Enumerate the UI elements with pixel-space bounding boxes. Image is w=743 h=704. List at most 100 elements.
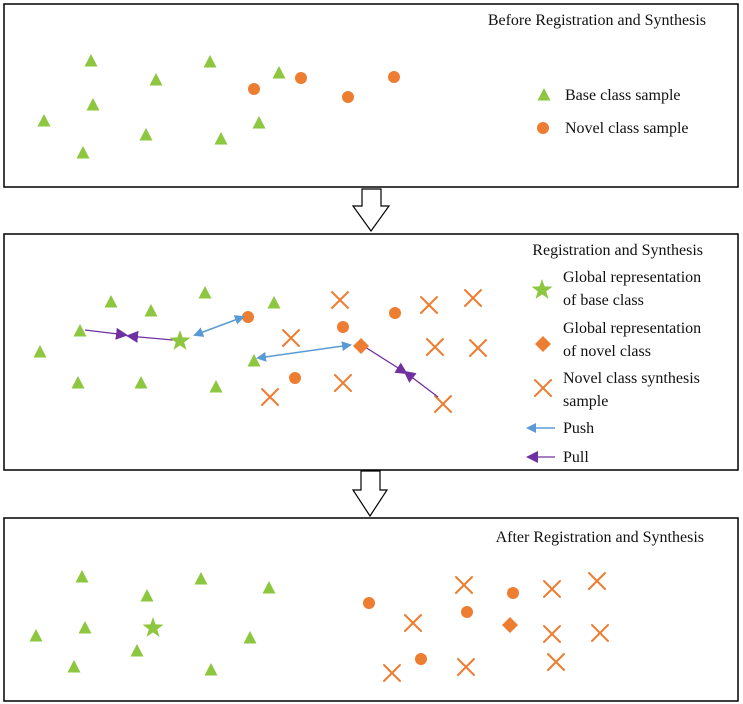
base-sample-triangle-icon: [272, 66, 286, 79]
novel-sample-circle-icon: [248, 83, 260, 95]
legend-global-novel-line2: of novel class: [563, 343, 651, 360]
base-sample-triangle-icon: [37, 114, 51, 127]
legend-synth-line1: Novel class synthesis: [563, 370, 700, 387]
legend-global-base-line2: of base class: [563, 292, 644, 309]
synthesis-sample-cross-icon: [591, 624, 609, 642]
panel-after-title: After Registration and Synthesis: [496, 529, 704, 546]
base-sample-triangle-icon: [144, 304, 158, 317]
base-sample-triangle-icon: [33, 345, 47, 358]
panel-before-legend: Base class sample Novel class sample: [537, 87, 689, 137]
base-sample-triangle-icon: [73, 324, 87, 337]
novel-sample-circle-icon: [388, 71, 400, 83]
global-novel-diamond-icon: [502, 617, 518, 633]
synthesis-sample-cross-icon: [434, 395, 452, 413]
base-sample-triangle-icon: [76, 146, 90, 159]
base-sample-triangle-icon: [71, 376, 85, 389]
base-sample-triangle-icon: [267, 296, 281, 309]
panel-registration-base-samples: [33, 286, 281, 393]
base-sample-triangle-icon: [104, 295, 118, 308]
synthesis-sample-cross-icon: [426, 338, 444, 356]
novel-sample-circle-icon: [415, 653, 427, 665]
synthesis-sample-cross-icon: [404, 614, 422, 632]
panel-registration: [3, 233, 739, 471]
base-sample-triangle-icon: [194, 572, 208, 585]
legend-diamond-icon: [535, 336, 551, 352]
synthesis-sample-cross-icon: [383, 664, 401, 682]
base-sample-triangle-icon: [78, 621, 92, 634]
synthesis-sample-cross-icon: [282, 329, 300, 347]
panel-before-title: Before Registration and Synthesis: [488, 12, 706, 29]
global-novel-diamond-icon: [353, 338, 369, 354]
novel-sample-circle-icon: [295, 72, 307, 84]
base-sample-triangle-icon: [67, 660, 81, 673]
synthesis-sample-cross-icon: [457, 658, 475, 676]
base-sample-triangle-icon: [140, 589, 154, 602]
global-base-star-icon: [142, 617, 164, 637]
base-sample-triangle-icon: [75, 570, 89, 583]
synthesis-sample-cross-icon: [543, 625, 561, 643]
novel-sample-circle-icon: [461, 606, 473, 618]
pull-arrow: [126, 330, 174, 343]
legend-synth-line2: sample: [563, 393, 608, 410]
legend-global-novel-line1: Global representation: [563, 320, 701, 337]
down-arrow-icon: [351, 188, 391, 233]
base-sample-triangle-icon: [262, 581, 276, 594]
synthesis-sample-cross-icon: [420, 296, 438, 314]
panel-after-synthesis-samples: [383, 572, 609, 682]
panel-before-base-samples: [37, 54, 286, 159]
legend-circle-icon: [537, 122, 549, 134]
panel-after-novel-samples: [363, 587, 519, 665]
panel-registration-novel-samples: [242, 307, 401, 384]
legend-novel-label: Novel class sample: [565, 120, 689, 137]
novel-sample-circle-icon: [363, 597, 375, 609]
legend-pull-label: Pull: [563, 449, 589, 466]
synthesis-sample-cross-icon: [331, 291, 349, 309]
legend-triangle-icon: [537, 88, 551, 101]
base-sample-triangle-icon: [252, 116, 266, 129]
legend-base-label: Base class sample: [565, 87, 681, 104]
pull-arrows: [84, 327, 439, 398]
panel-registration-synthesis-samples: [261, 289, 487, 413]
base-sample-triangle-icon: [84, 54, 98, 67]
synthesis-sample-cross-icon: [469, 339, 487, 357]
pull-arrow: [84, 327, 128, 340]
synthesis-sample-cross-icon: [588, 572, 606, 590]
novel-sample-circle-icon: [289, 372, 301, 384]
legend-global-base-line1: Global representation: [563, 269, 701, 286]
base-sample-triangle-icon: [29, 629, 43, 642]
panel-before: [3, 3, 739, 188]
base-sample-triangle-icon: [203, 55, 217, 68]
push-arrows: [193, 315, 352, 362]
base-sample-triangle-icon: [247, 354, 261, 367]
push-arrow: [256, 341, 352, 362]
pull-arrow: [364, 346, 408, 375]
legend-star-icon: [531, 279, 553, 299]
base-sample-triangle-icon: [243, 631, 257, 644]
synthesis-sample-cross-icon: [261, 388, 279, 406]
novel-sample-circle-icon: [507, 587, 519, 599]
panel-after: [3, 517, 739, 702]
synthesis-sample-cross-icon: [464, 289, 482, 307]
base-sample-triangle-icon: [134, 376, 148, 389]
novel-sample-circle-icon: [342, 91, 354, 103]
novel-sample-circle-icon: [242, 311, 254, 323]
base-sample-triangle-icon: [130, 644, 144, 657]
synthesis-sample-cross-icon: [547, 653, 565, 671]
global-base-star-icon: [169, 330, 191, 350]
base-sample-triangle-icon: [149, 73, 163, 86]
push-arrow: [193, 315, 245, 337]
synthesis-sample-cross-icon: [334, 374, 352, 392]
novel-sample-circle-icon: [389, 307, 401, 319]
base-sample-triangle-icon: [139, 128, 153, 141]
legend-cross-icon: [534, 379, 552, 397]
base-sample-triangle-icon: [214, 132, 228, 145]
panel-registration-legend: Global representation of base class Glob…: [526, 269, 701, 466]
synthesis-sample-cross-icon: [455, 576, 473, 594]
down-arrow-icon: [351, 470, 389, 518]
panel-before-novel-samples: [248, 71, 400, 103]
base-sample-triangle-icon: [209, 380, 223, 393]
base-sample-triangle-icon: [204, 663, 218, 676]
novel-sample-circle-icon: [337, 321, 349, 333]
base-sample-triangle-icon: [198, 286, 212, 299]
